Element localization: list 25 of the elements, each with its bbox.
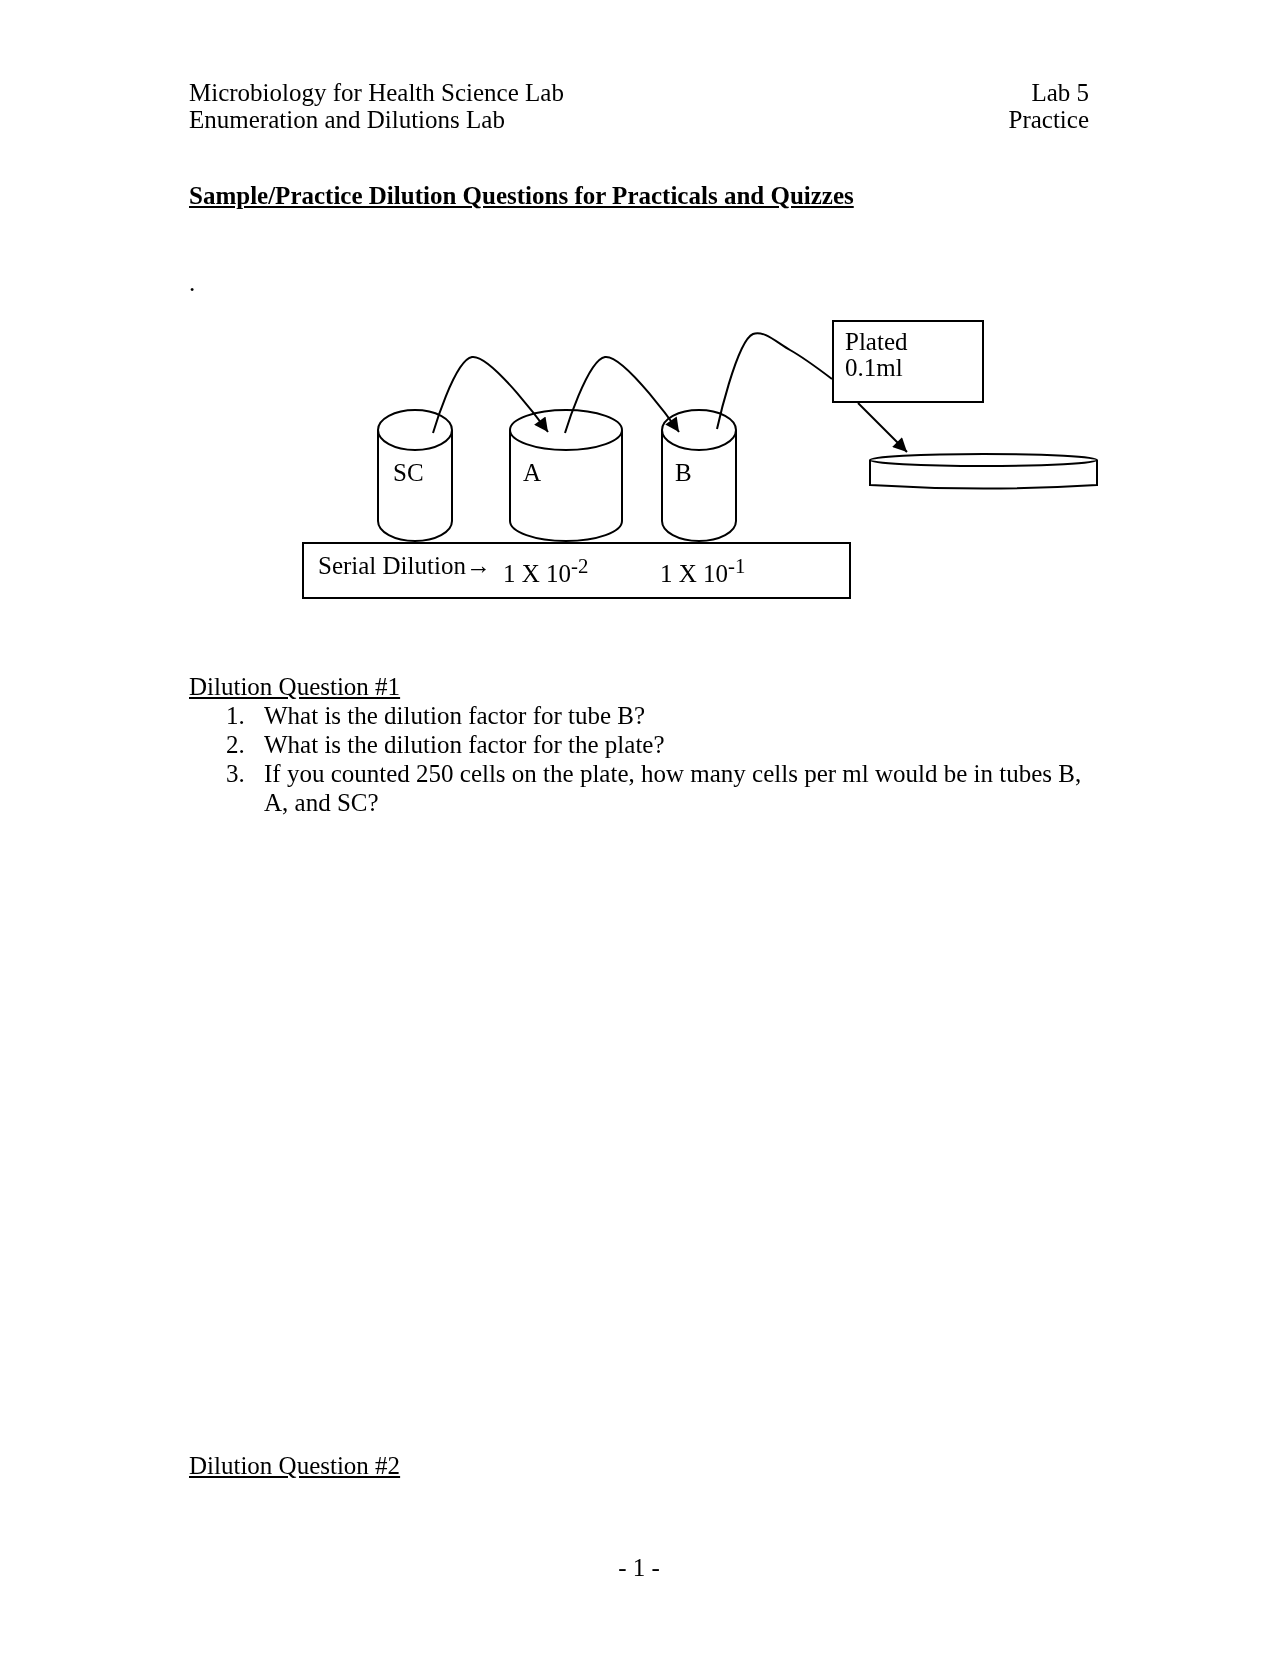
section-heading: Dilution Question #1 [189,672,401,701]
header-text: Practice [1008,105,1089,134]
header-text: Microbiology for Health Science Lab [189,78,564,107]
page-number: - 1 - [618,1553,660,1582]
page-heading: Sample/Practice Dilution Questions for Practicals and Quizzes [189,181,854,210]
question-text: If you counted 250 cells on the plate, how many cells per ml would be in tubes B, A, and SC? [264,759,1083,817]
arrow [857,402,908,453]
tube-label: B [675,460,692,486]
label-text: Plated 0.1ml [845,329,909,381]
tube-label: A [523,460,542,486]
label-text: Serial Dilution→ [318,553,491,579]
header-text: Lab 5 [1031,78,1089,107]
question-text: What is the dilution factor for tube B? [264,701,646,730]
header-text: Enumeration and Dilutions Lab [189,106,505,134]
label-text: 1 X 10$^{-1}$ [660,553,746,588]
list-number: 2. [226,730,245,759]
list-number: 1. [226,701,245,730]
section-heading: Dilution Question #2 [189,1451,401,1480]
list-number: 3. [226,759,245,788]
label-text: 1 X 10$^{-2}$ [503,553,589,588]
dot-mark: . [189,268,196,297]
question-text: What is the dilution factor for the plate? [264,730,665,759]
arrow [432,356,549,434]
tube-label: SC [393,460,424,486]
arrow [564,356,680,434]
